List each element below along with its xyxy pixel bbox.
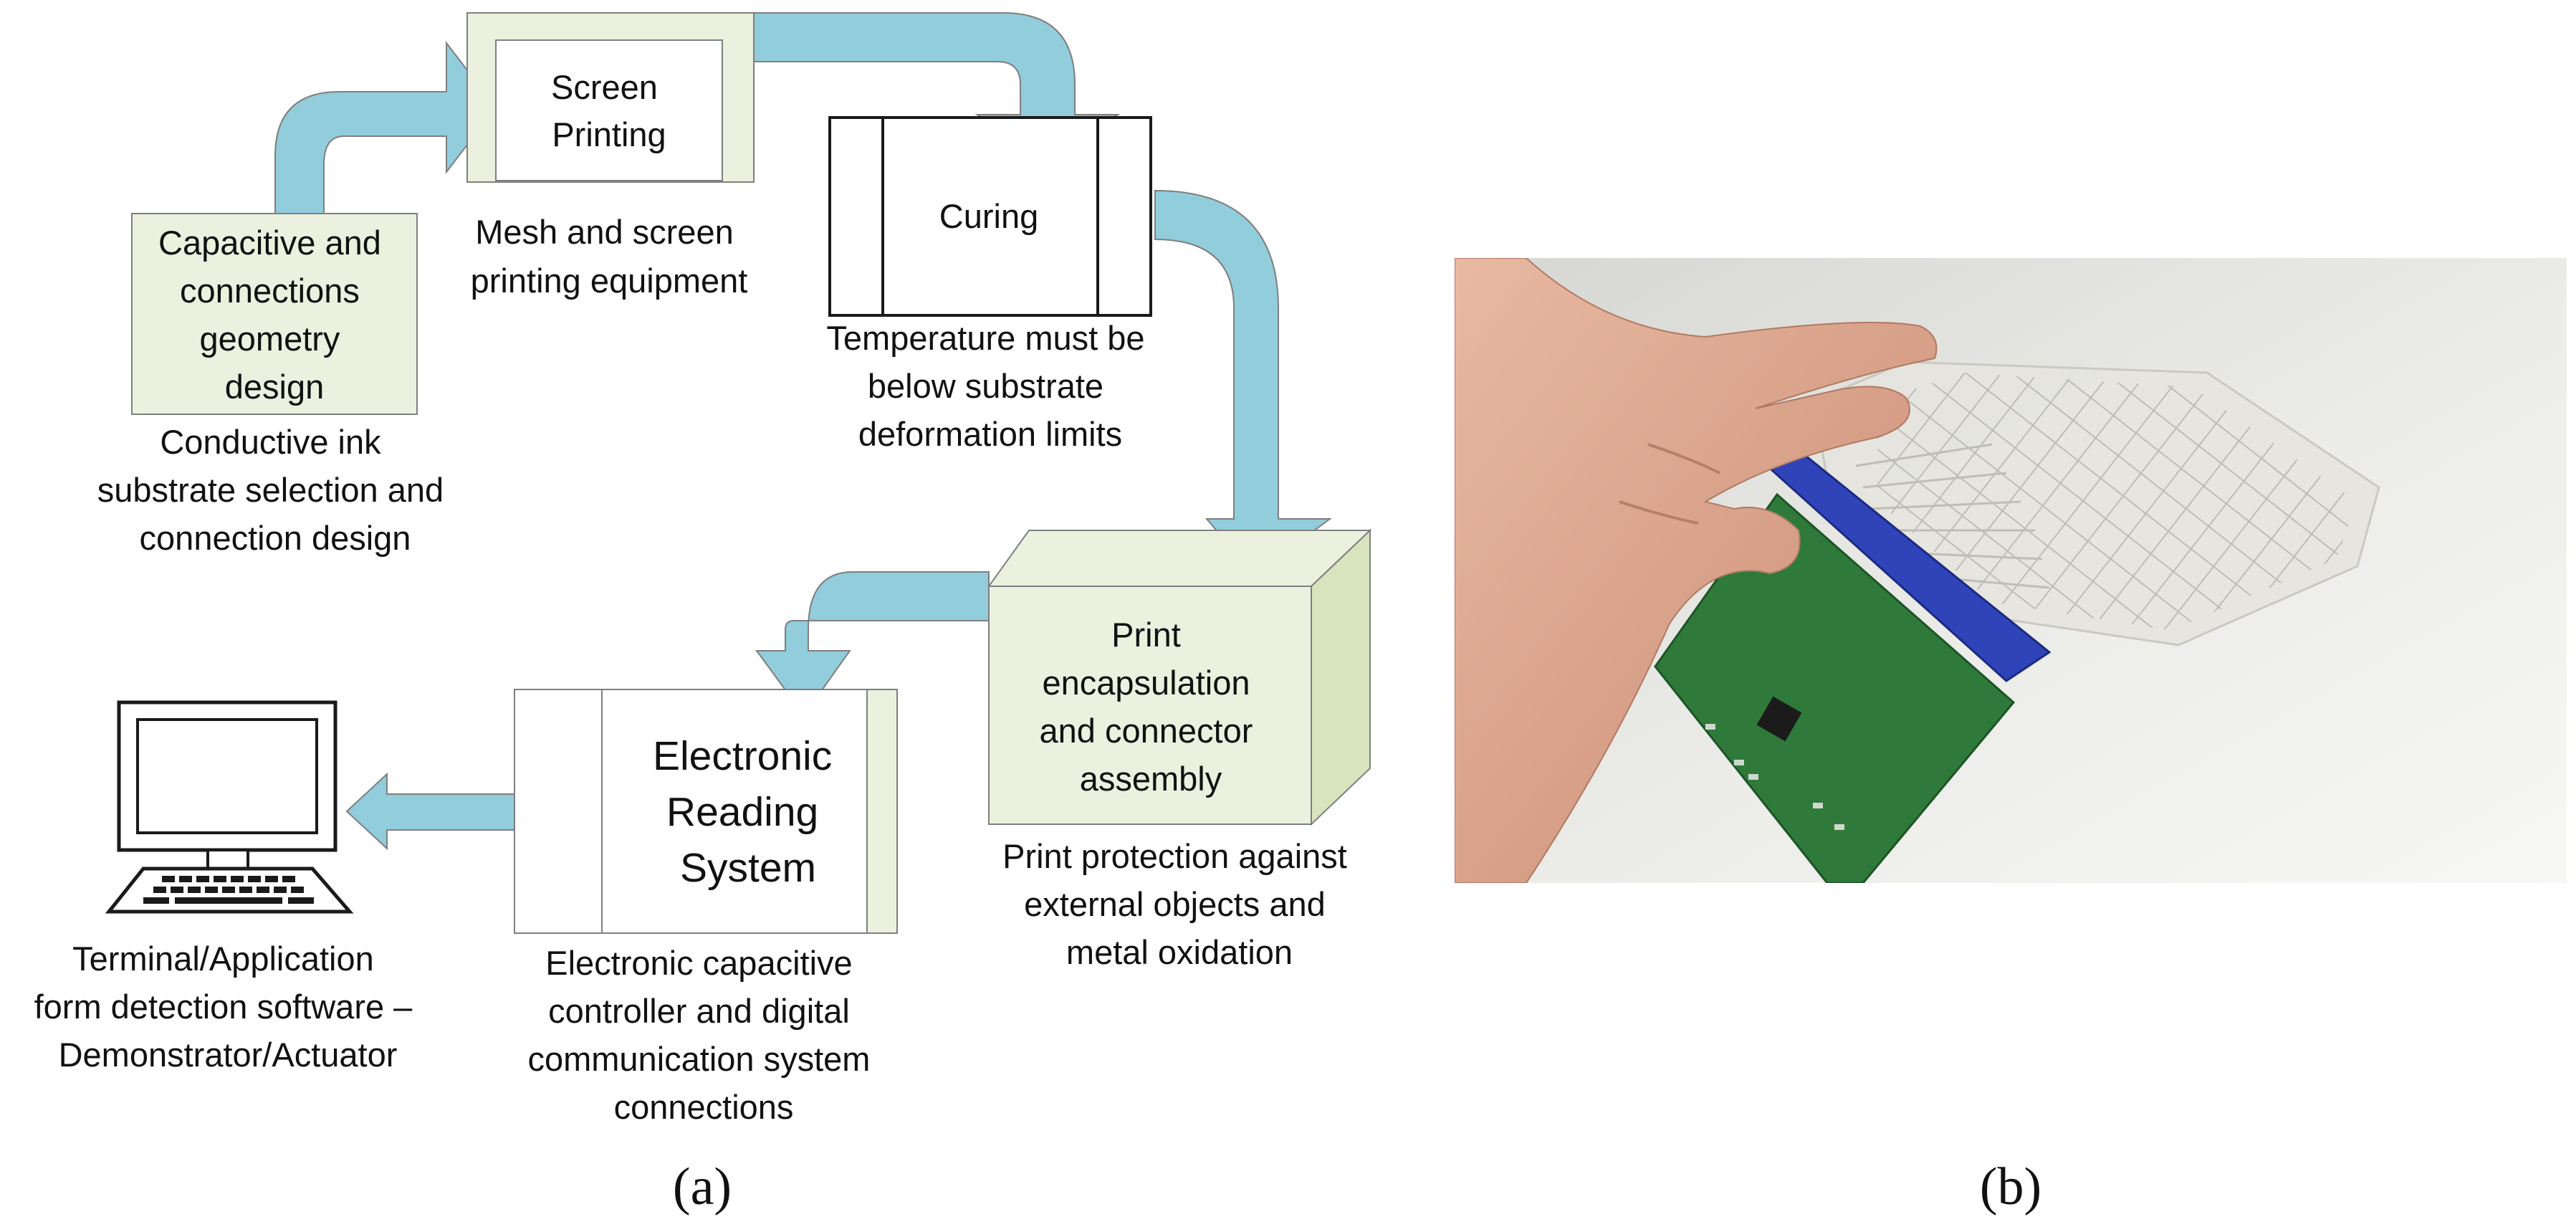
arrow-design-to-screen — [274, 41, 497, 217]
terminal-caption-line-3: Demonstrator/Actuator — [59, 1036, 398, 1074]
arrow-curing-to-encap — [1154, 189, 1333, 576]
design-caption-line-2: substrate selection and — [97, 471, 444, 509]
reading-box-line-1: Electronic — [653, 733, 832, 779]
screen-caption-line-2: printing equipment — [471, 262, 748, 300]
terminal-caption: Terminal/Application form detection soft… — [34, 940, 422, 1074]
reading-caption-line-4: connections — [614, 1088, 794, 1126]
computer-terminal-icon — [105, 700, 354, 914]
design-box-text: Capacitive and connections geometry desi… — [158, 224, 391, 406]
reading-caption: Electronic capacitive controller and dig… — [527, 944, 879, 1126]
reading-box-text: Electronic Reading System — [653, 733, 843, 891]
encap-box-line-1: Print — [1111, 616, 1181, 654]
screen-inner-box — [495, 39, 723, 181]
encap-caption: Print protection against external object… — [1002, 837, 1356, 971]
encap-box-text: Print encapsulation and connector assemb… — [1040, 616, 1263, 798]
panel-a-label: (a) — [673, 1157, 732, 1216]
design-caption-line-3: connection design — [140, 519, 411, 557]
design-box-line-4: design — [225, 368, 325, 406]
screen-box-line-1: Screen — [551, 68, 658, 106]
encap-box-line-2: encapsulation — [1042, 664, 1250, 702]
design-caption-line-1: Conductive ink — [160, 423, 381, 461]
encap-front-face — [988, 586, 1312, 825]
terminal-caption-line-2: form detection software – — [34, 988, 413, 1026]
process-diagram: Capacitive and connections geometry desi… — [34, 12, 1372, 1216]
reading-caption-line-1: Electronic capacitive — [545, 944, 852, 982]
curing-caption-line-1: Temperature must be — [826, 319, 1144, 357]
design-box-line-3: geometry — [200, 320, 340, 358]
screen-box-text: Screen Printing — [551, 68, 667, 153]
panel-b-label: (b) — [1980, 1157, 2041, 1216]
design-box — [131, 213, 418, 415]
encap-box-line-3: and connector — [1040, 712, 1253, 750]
encap-caption-line-3: metal oxidation — [1066, 933, 1293, 971]
design-box-line-2: connections — [180, 272, 360, 310]
arrow-reading-to-terminal-body — [345, 772, 515, 851]
screen-caption: Mesh and screen printing equipment — [471, 213, 748, 300]
encap-top-face — [987, 530, 1372, 587]
reading-box-line-2: Reading — [666, 789, 818, 835]
curing-box-line-1: Curing — [939, 197, 1038, 235]
encap-caption-line-1: Print protection against — [1002, 837, 1347, 875]
reading-box-line-3: System — [680, 845, 816, 891]
hand-creases — [1619, 443, 1720, 525]
sensor-photo: (b) — [1455, 258, 2567, 1216]
screen-box-line-2: Printing — [552, 115, 666, 153]
pcb-chip — [1756, 696, 1802, 742]
reading-box — [514, 689, 898, 934]
hand — [1455, 258, 1938, 883]
curing-caption: Temperature must be below substrate defo… — [826, 319, 1154, 453]
encap-box-line-4: assembly — [1080, 760, 1222, 798]
reading-box-side-strip — [866, 689, 898, 934]
reading-caption-line-3: communication system — [527, 1040, 870, 1078]
pcb-components — [1705, 724, 1844, 830]
electrode-grid — [1877, 373, 2357, 631]
screen-caption-line-1: Mesh and screen — [475, 213, 734, 251]
design-box-line-1: Capacitive and — [158, 224, 381, 262]
curing-box-text: Curing — [939, 197, 1038, 235]
reading-caption-line-2: controller and digital — [548, 992, 850, 1030]
arrow-encap-to-reading — [755, 571, 990, 717]
design-caption: Conductive ink substrate selection and c… — [97, 423, 453, 557]
encap-caption-line-2: external objects and — [1024, 885, 1326, 923]
terminal-caption-line-1: Terminal/Application — [72, 940, 374, 978]
curing-caption-line-2: below substrate — [868, 367, 1103, 405]
curing-caption-line-3: deformation limits — [858, 415, 1122, 453]
